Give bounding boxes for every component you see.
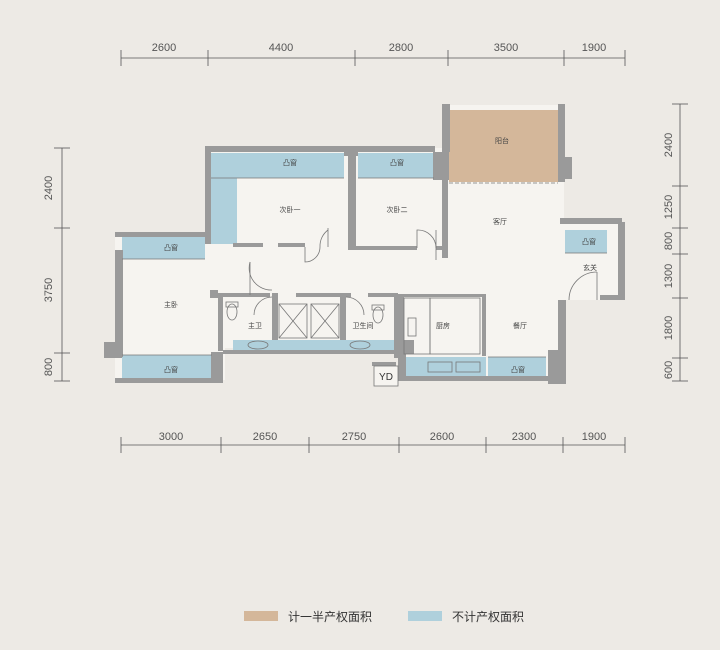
dimension-lines (54, 50, 688, 453)
legend-no-area: 不计产权面积 (408, 606, 524, 626)
dim-bottom-6: 1900 (582, 431, 606, 443)
bay-window-master-bottom (122, 355, 212, 378)
bay-window-dining (488, 357, 546, 379)
dim-left-1: 2400 (43, 176, 55, 200)
walls (104, 104, 625, 384)
dim-top-3: 2800 (389, 42, 413, 54)
dim-right-1: 2400 (663, 133, 675, 157)
dim-bottom-1: 3000 (159, 431, 183, 443)
legend-label-no-area: 不计产权面积 (452, 609, 525, 624)
room-entrance: 玄关 (583, 263, 597, 272)
dim-bottom-2: 2650 (253, 431, 277, 443)
dim-right-6: 600 (663, 361, 675, 379)
dim-left-3: 800 (43, 358, 55, 376)
dim-bottom-3: 2750 (342, 431, 366, 443)
legend-swatch-no-area (408, 611, 442, 621)
dim-bottom-4: 2600 (430, 431, 454, 443)
label-bay-window-4: 凸窗 (164, 365, 178, 374)
room-balcony: 阳台 (495, 136, 509, 145)
dim-top-4: 3500 (494, 42, 518, 54)
legend-half-area: 计一半产权面积 (244, 606, 372, 626)
label-bay-window-5: 凸窗 (582, 237, 596, 246)
dimension-labels: 2600 4400 2800 3500 1900 3000 2650 2750 … (43, 42, 675, 443)
room-bedroom-2: 次卧二 (387, 205, 408, 214)
room-bathroom: 卫生间 (353, 321, 374, 330)
room-kitchen: 厨房 (436, 321, 450, 330)
label-bay-window-2: 凸窗 (390, 158, 404, 167)
dim-right-2: 1250 (663, 195, 675, 219)
balcony-area (449, 110, 558, 182)
dim-bottom-5: 2300 (512, 431, 536, 443)
dim-top-2: 4400 (269, 42, 293, 54)
dim-right-3: 800 (663, 232, 675, 250)
label-bay-window-1: 凸窗 (283, 158, 297, 167)
bay-window-bedroom2 (358, 153, 434, 178)
room-master-bath: 主卫 (248, 321, 262, 330)
legend-label-half-area: 计一半产权面积 (288, 609, 373, 624)
bay-window-master-top (122, 236, 205, 259)
room-living: 客厅 (493, 217, 507, 226)
label-bay-window-3: 凸窗 (164, 243, 178, 252)
label-bay-window-6: 凸窗 (511, 365, 525, 374)
dim-left-2: 3750 (43, 278, 55, 302)
dim-top-1: 2600 (152, 42, 176, 54)
fixtures (122, 177, 607, 387)
dim-top-5: 1900 (582, 42, 606, 54)
legend-swatch-half-area (244, 611, 278, 621)
utility-strip-kitchen (404, 357, 486, 376)
room-master-bedroom: 主卧 (164, 300, 178, 309)
room-bedroom-1: 次卧一 (280, 205, 301, 214)
label-yd: YD (379, 372, 393, 383)
dim-right-5: 1800 (663, 316, 675, 340)
dim-right-4: 1300 (663, 264, 675, 288)
room-labels: 主卧 次卧一 次卧二 客厅 餐厅 厨房 阳台 主卫 卫生间 玄关 凸窗 凸窗 凸… (164, 136, 597, 383)
room-dining: 餐厅 (513, 321, 527, 330)
bay-window-entrance (565, 230, 607, 253)
bay-window-bedroom1-side (211, 153, 237, 244)
